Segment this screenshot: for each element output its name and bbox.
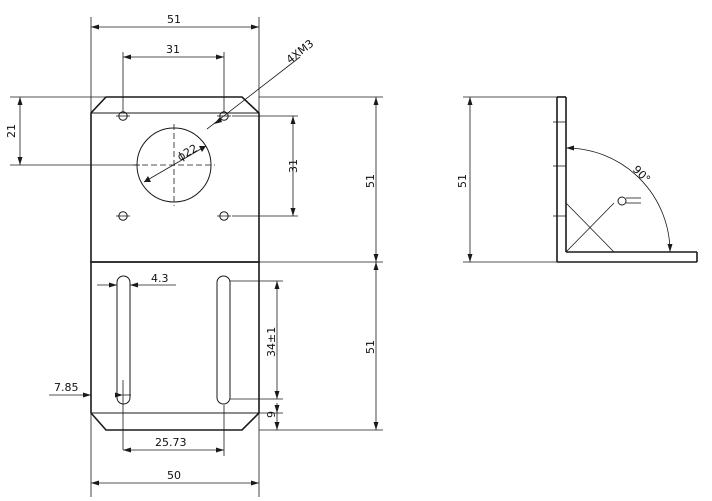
hole-bottom-right	[217, 211, 231, 221]
dim-bottom-width	[90, 413, 260, 497]
screw-callout-label: 4XM3	[284, 37, 316, 66]
dim-slot-width	[97, 282, 176, 288]
dim-side-height-label: 51	[456, 174, 469, 188]
dim-hole-spacing-h	[122, 52, 225, 112]
dim-slot-edge-offset	[49, 380, 131, 450]
dim-left-offset-label: 21	[5, 124, 18, 138]
dim-upper-height	[259, 96, 383, 263]
upper-plate	[90, 96, 260, 263]
dim-top-width-label: 51	[167, 13, 181, 26]
dim-slot-spacing	[123, 405, 225, 456]
center-diameter-label: ϕ22	[175, 142, 200, 164]
dim-side-angle	[565, 145, 673, 253]
hole-bottom-left	[116, 211, 130, 221]
dim-slot-length	[230, 280, 283, 400]
dim-hole-spacing-h-label: 31	[166, 43, 180, 56]
dim-slot-spacing-label: 25.73	[155, 436, 187, 449]
slot-right	[216, 275, 231, 405]
dim-slot-length-label: 34±1	[265, 327, 278, 357]
dim-bottom-width-label: 50	[167, 469, 181, 482]
dim-slot-bottom-offset	[259, 403, 283, 430]
slot-left	[116, 275, 131, 405]
dim-side-angle-label: 90°	[630, 163, 653, 186]
dim-lower-height	[259, 262, 383, 431]
slots	[116, 275, 231, 405]
lower-plate	[90, 261, 260, 431]
side-view	[553, 96, 698, 263]
dim-upper-height-label: 51	[364, 174, 377, 188]
dim-slot-width-label: 4.3	[151, 272, 169, 285]
screw-callout-leader	[206, 56, 301, 130]
dim-hole-spacing-v	[232, 115, 298, 217]
dim-lower-height-label: 51	[364, 340, 377, 354]
dim-side-height	[463, 96, 557, 263]
dim-slot-edge-offset-label: 7.85	[54, 381, 79, 394]
dim-slot-bottom-offset-label: 9	[265, 411, 278, 418]
dim-top-width	[90, 17, 260, 113]
dim-hole-spacing-v-label: 31	[287, 159, 300, 173]
center-bore	[133, 124, 215, 206]
dim-left-offset	[10, 96, 140, 166]
